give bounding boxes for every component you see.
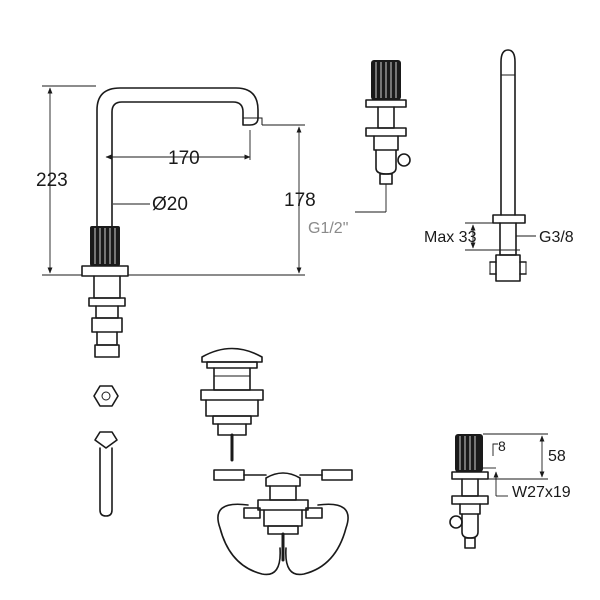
left-top-connector	[213, 469, 245, 481]
left-hose	[217, 503, 281, 576]
spout-flange	[81, 265, 129, 277]
handle-body	[461, 513, 479, 539]
diameter-label: Ø20	[152, 194, 188, 215]
spout-outlet	[243, 117, 263, 125]
right-hose	[285, 503, 349, 576]
valve-flange	[365, 99, 407, 108]
handle-washer	[451, 495, 489, 505]
drain-flange	[200, 389, 264, 401]
drain-body	[213, 367, 251, 391]
handle-knurl	[455, 434, 483, 472]
max-thickness-label: Max 33	[424, 229, 477, 246]
valve-body	[375, 149, 397, 175]
left-side-fitting	[243, 507, 261, 519]
lever-valve-body	[495, 254, 521, 282]
inlet-thread-label: G1/2"	[308, 220, 348, 237]
knob-width-label: 8	[498, 438, 506, 454]
spout-dimensions	[42, 85, 305, 276]
connector-parts	[93, 385, 119, 517]
height-label: 223	[36, 170, 68, 191]
reach-label: 170	[168, 148, 200, 169]
tail-length-label: 178	[284, 190, 316, 211]
handle-detail	[449, 433, 548, 549]
spout-nut	[91, 317, 123, 333]
lever-stem	[500, 49, 516, 216]
spout-assembly	[81, 87, 263, 358]
side-lever-assembly	[465, 49, 536, 282]
handle-side-port	[449, 515, 463, 529]
thread-size-label: W27x19	[512, 484, 571, 501]
valve-side-port	[397, 153, 411, 167]
elbow-fitting	[94, 431, 118, 449]
handle-height-label: 58	[548, 448, 566, 465]
drain-cap	[201, 347, 263, 363]
lever-flange	[492, 214, 526, 224]
right-top-connector	[321, 469, 353, 481]
hex-nut	[93, 385, 119, 407]
center-cap	[265, 472, 301, 487]
mixing-valve-hoses	[213, 469, 353, 576]
tail-pipe	[99, 447, 113, 517]
knob-width-leader	[492, 443, 498, 456]
spout-tail	[94, 344, 120, 358]
center-flange	[257, 499, 309, 511]
valve-washer	[365, 127, 407, 137]
g38-label: G3/8	[539, 229, 574, 246]
spout-tube	[96, 87, 259, 229]
spout-washer	[88, 297, 126, 307]
pop-up-drain	[200, 347, 264, 462]
handle-flange	[451, 471, 489, 480]
valve-handle-top	[355, 60, 411, 213]
valve-outlet	[379, 173, 393, 185]
right-side-fitting	[305, 507, 323, 519]
